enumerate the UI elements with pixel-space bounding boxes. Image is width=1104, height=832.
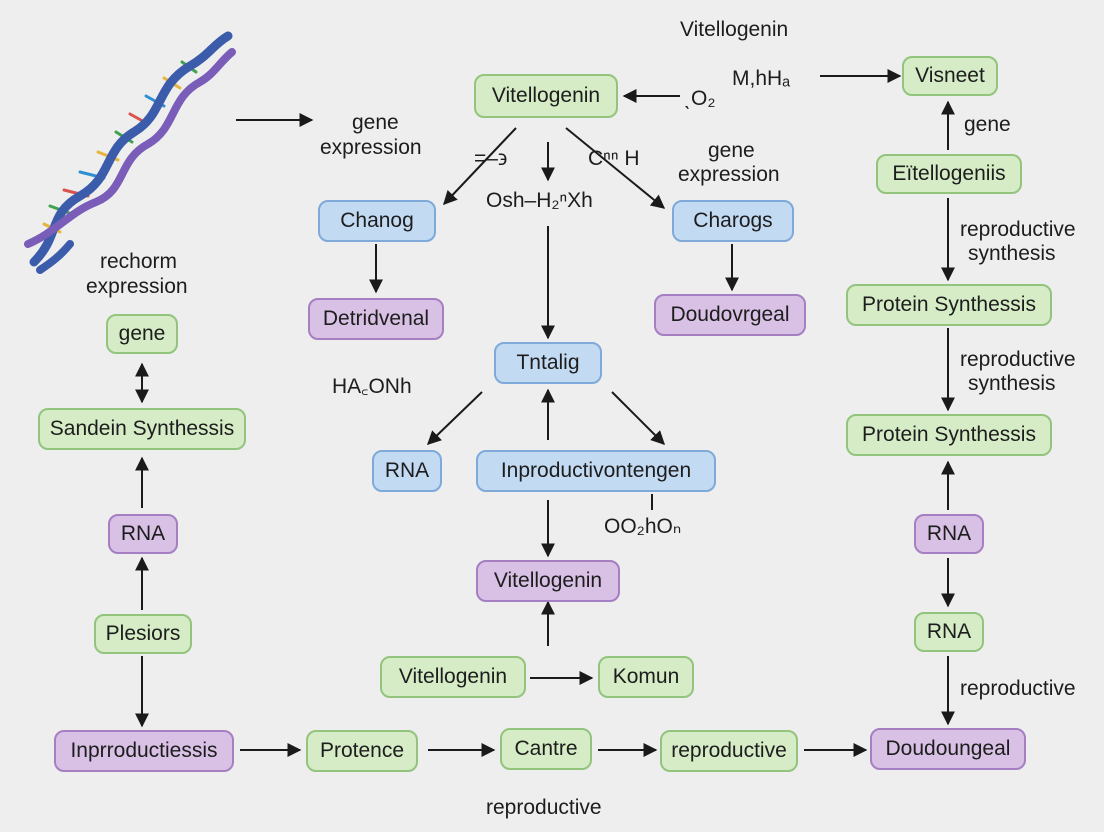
label-formula-cnnh: Cⁿⁿ H — [588, 147, 640, 170]
label-formula-osh: Osh–H₂ⁿXh — [486, 189, 593, 212]
node-tntalig: Tntalig — [494, 342, 602, 384]
node-komun: Komun — [598, 656, 694, 698]
node-inproductivontengen: Inproductivontengen — [476, 450, 716, 492]
label-reproductive-right: reproductive — [960, 677, 1076, 700]
node-eitellogeniis: Eïtellogeniis — [876, 154, 1022, 194]
node-rna-right-2: RNA — [914, 612, 984, 652]
node-rna-right-1: RNA — [914, 514, 984, 554]
label-gene-right: gene — [964, 113, 1011, 136]
label-formula-eq: =–϶ — [474, 147, 508, 170]
node-rna-left: RNA — [108, 514, 178, 554]
node-chanog: Chanog — [318, 200, 436, 242]
node-doudoungeal: Doudoungeal — [870, 728, 1026, 770]
label-reproductive-synthesis-1b: synthesis — [968, 242, 1056, 265]
label-gene-left-1: gene — [352, 111, 399, 134]
label-rechorm-1: rechorm — [100, 250, 178, 273]
node-cantre: Cantre — [500, 728, 592, 770]
node-rna-center: RNA — [372, 450, 442, 492]
label-rechorm-2: expression — [86, 275, 188, 298]
node-sandein-synthesis: Sandein Synthessis — [38, 408, 246, 450]
label-reproductive-synthesis-2b: synthesis — [968, 372, 1056, 395]
label-formula-o2: ˎO₂ — [684, 87, 716, 110]
node-protein-synthesis-2: Protein Synthessis — [846, 414, 1052, 456]
node-protein-synthesis-1: Protein Synthessis — [846, 284, 1052, 326]
label-formula-mhha: M,hHₐ — [732, 67, 790, 90]
node-vitellogenin-low: Vitellogenin — [380, 656, 526, 698]
label-gene-right-1: gene — [708, 139, 755, 162]
label-gene-right-2: expression — [678, 163, 780, 186]
label-gene-left-2: expression — [320, 136, 422, 159]
label-formula-oo2hon: OO₂hOₙ — [604, 515, 682, 538]
label-reproductive-synthesis-2a: reproductive — [960, 348, 1076, 371]
node-gene-left: gene — [106, 314, 178, 354]
node-vitellogenin-mid: Vitellogenin — [476, 560, 620, 602]
node-doudovrgeal: Doudovrgeal — [654, 294, 806, 336]
node-protence: Protence — [306, 730, 418, 772]
label-reproductive-bottom: reproductive — [486, 796, 602, 819]
node-charogs: Charogs — [672, 200, 794, 242]
node-vitellogenin-top: Vitellogenin — [474, 74, 618, 118]
label-title-top: Vitellogenin — [680, 18, 789, 41]
node-reproductive: reproductive — [660, 730, 798, 772]
node-detridvenal: Detridvenal — [308, 298, 444, 340]
dna-helix-illustration — [24, 31, 236, 274]
label-reproductive-synthesis-1a: reproductive — [960, 218, 1076, 241]
label-formula-haonh: HA꜀ONh — [332, 375, 412, 398]
node-plesiors: Plesiors — [94, 614, 192, 654]
node-inprroductiessis: Inprroductiessis — [54, 730, 234, 772]
node-visneet: Visneet — [902, 56, 998, 96]
